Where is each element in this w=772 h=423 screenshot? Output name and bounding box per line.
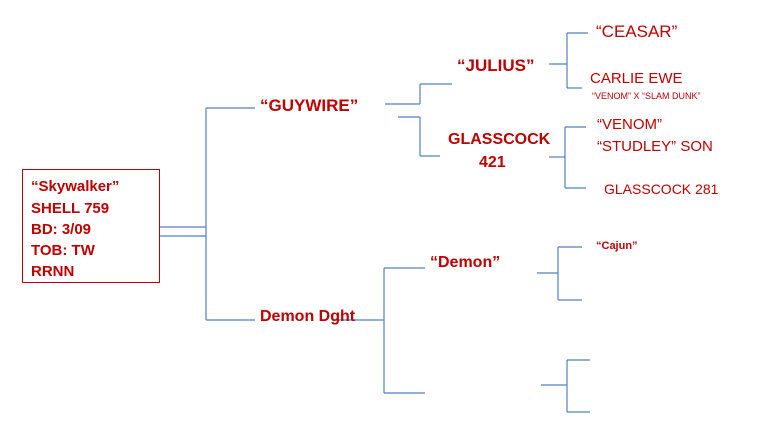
sire-dam-name-line1: GLASSCOCK [448, 131, 551, 148]
subject-tag: SHELL 759 [31, 200, 110, 217]
glasscock421-sire-line1: “VENOM” [597, 116, 662, 133]
sire-dam-name-line2: 421 [479, 154, 506, 171]
dam-name: Demon Dght [260, 308, 356, 325]
julius-dam-name: CARLIE EWE [590, 70, 683, 87]
dam-sire-name: “Demon” [430, 254, 501, 271]
julius-sire-name: “CEASAR” [596, 22, 678, 41]
sire-sire-name: “JULIUS” [457, 56, 535, 75]
subject-box: “Skywalker” SHELL 759 BD: 3/09 TOB: TW R… [22, 169, 160, 283]
subject-genotype: RRNN [31, 263, 75, 280]
julius-dam-note: “VENOM” X “SLAM DUNK” [592, 91, 701, 101]
sire-name: “GUYWIRE” [260, 96, 359, 115]
glasscock421-sire-line2: “STUDLEY” SON [597, 138, 713, 155]
glasscock421-dam-name: GLASSCOCK 281 [604, 181, 719, 197]
subject-birth-date: BD: 3/09 [31, 221, 92, 238]
subject-name: “Skywalker” [31, 178, 120, 195]
subject-type-of-birth: TOB: TW [31, 242, 95, 259]
demon-sire-name: “Cajun” [596, 240, 638, 252]
